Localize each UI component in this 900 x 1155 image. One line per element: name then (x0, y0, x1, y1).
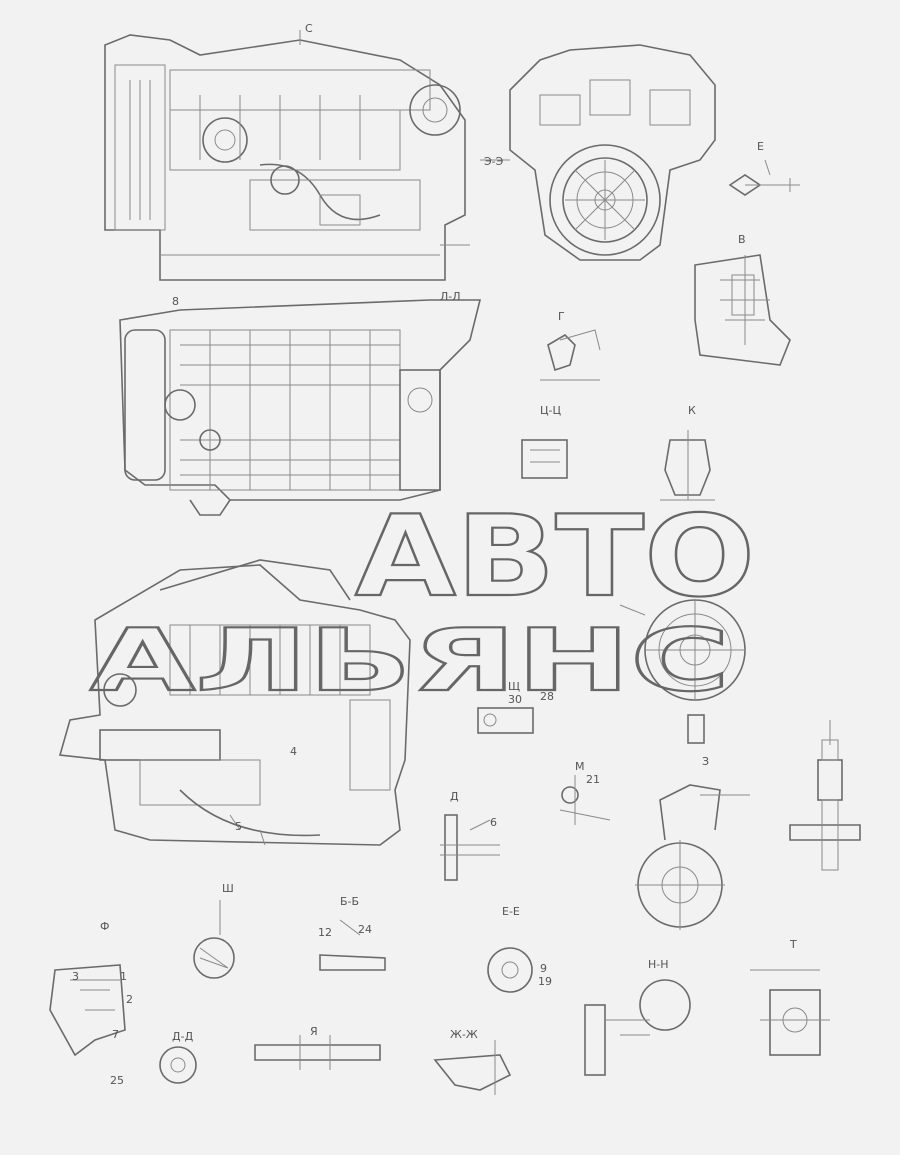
view-label: В (738, 233, 746, 246)
detail-view-center-2 (521, 439, 568, 479)
engine-side-view-bottom (58, 559, 411, 846)
detail-view-n-n (584, 979, 691, 1076)
view-label: Б-Б (340, 895, 359, 908)
detail-view-center-3 (660, 430, 715, 501)
watermark-line-2: АЛЬЯНС (90, 611, 730, 711)
engine-side-view-top (104, 30, 470, 281)
detail-view-m (559, 775, 611, 825)
view-label: Т (789, 938, 797, 951)
detail-view-b-b (319, 919, 386, 971)
view-label: Ц-Ц (540, 404, 562, 417)
part-number: 6 (490, 816, 497, 829)
view-label: Я (310, 1025, 318, 1038)
part-number: 2 (126, 993, 133, 1006)
view-label: Н-Н (648, 958, 669, 971)
part-number: 19 (538, 975, 552, 988)
detail-bolt-top-right (728, 159, 800, 196)
view-label: Э-Э (484, 155, 504, 168)
pump-detail (635, 784, 750, 930)
view-labels: Ф Б-Б Я Ж-Ж Д-Д Ш Е-Е Щ М З Н-Н Т Ц-Ц К … (100, 22, 797, 1043)
detail-view-sh (193, 900, 235, 979)
detail-view-d-d (159, 1046, 197, 1084)
detail-view-shch (477, 707, 534, 734)
detail-view-t (750, 969, 830, 1056)
view-label: Л-Л (440, 290, 461, 303)
part-number: 9 (540, 962, 547, 975)
shaft-section-detail (440, 814, 500, 881)
part-number: 24 (358, 923, 372, 936)
part-number: 3 (72, 970, 79, 983)
detail-view-ya (254, 1035, 381, 1070)
view-label: М (575, 760, 585, 773)
view-label: Ф (100, 920, 109, 933)
engine-top-view (119, 299, 482, 516)
part-number: 12 (318, 926, 332, 939)
view-label: Г (558, 310, 565, 323)
part-numbers: 1 2 3 4 5 6 7 8 9 12 19 21 24 25 28 30 (72, 295, 600, 1087)
detail-view-f (49, 964, 126, 1057)
view-label: С (305, 22, 313, 35)
detail-view-zh-zh (487, 947, 533, 993)
part-number: 1 (120, 970, 127, 983)
pulley-detail (619, 599, 746, 744)
engine-front-view (480, 44, 716, 261)
part-number: 28 (540, 690, 554, 703)
view-label: З (702, 755, 709, 768)
detail-view-center-1 (540, 329, 601, 381)
part-number: 8 (172, 295, 179, 308)
part-number: 5 (235, 820, 242, 833)
view-label: Д-Д (172, 1030, 194, 1043)
view-label: Ш (222, 882, 234, 895)
watermark-line-1: АВТО (355, 492, 755, 622)
detail-section-right (694, 254, 791, 366)
part-number: 7 (112, 1028, 119, 1041)
part-number: 4 (290, 745, 297, 758)
view-label: Щ (508, 680, 520, 693)
view-label: Е-Е (502, 905, 520, 918)
detail-view-e-e (433, 1040, 512, 1095)
part-number: 30 (508, 693, 522, 706)
watermark: АВТО АЛЬЯНС (89, 491, 756, 712)
view-label: Ж-Ж (450, 1028, 478, 1041)
view-label: Е (757, 140, 764, 153)
view-label: К (688, 404, 696, 417)
plug-section-detail (789, 720, 861, 871)
part-number: 21 (586, 773, 600, 786)
view-label: Д (450, 790, 459, 803)
part-number: 25 (110, 1074, 124, 1087)
